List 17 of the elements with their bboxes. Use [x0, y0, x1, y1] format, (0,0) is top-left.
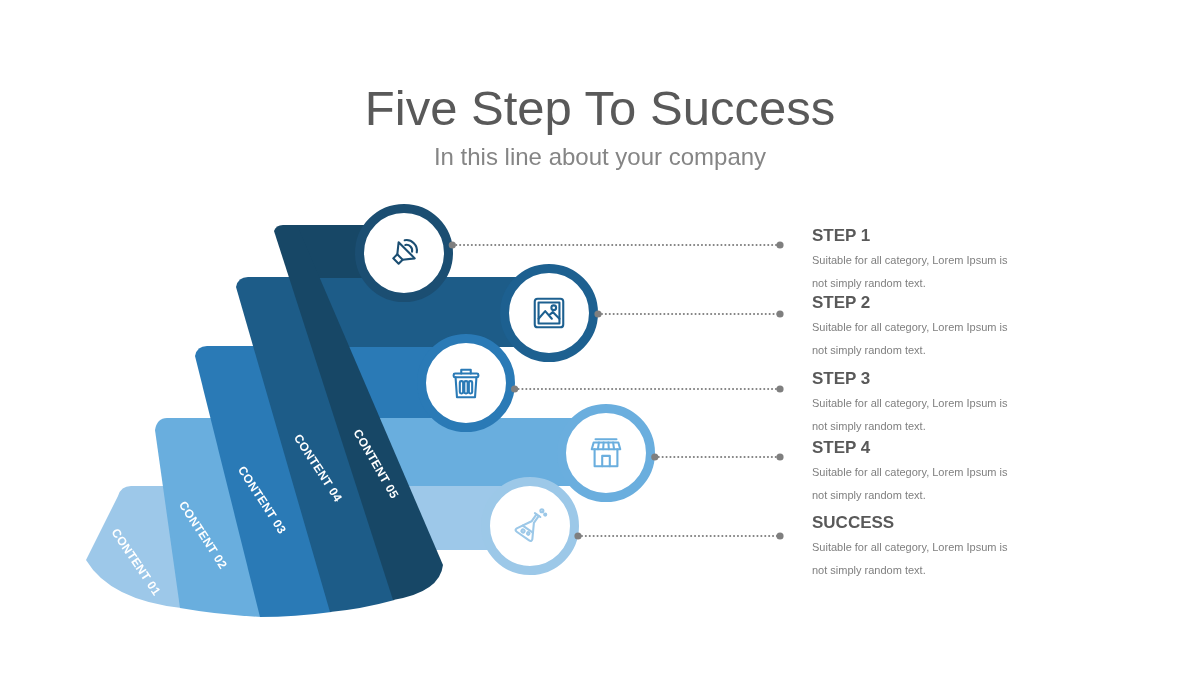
- step-description: Suitable for all category, Lorem Ipsum is not simply random text.: [812, 396, 1009, 434]
- step-heading: STEP 1: [812, 226, 871, 246]
- title: Five Step To Success: [364, 84, 836, 133]
- step-description: Suitable for all category, Lorem Ipsum is not simply random text.: [812, 253, 1009, 291]
- leader-line: [448, 241, 784, 249]
- leader-line: [594, 310, 784, 318]
- step-description: Suitable for all category, Lorem Ipsum is not simply random text.: [812, 320, 1009, 358]
- step-description: Suitable for all category, Lorem Ipsum is not simply random text.: [812, 465, 1009, 503]
- step-heading: SUCCESS: [812, 513, 895, 533]
- step-heading: STEP 3: [812, 369, 871, 389]
- leader-line: [574, 532, 784, 540]
- step-heading: STEP 2: [812, 293, 871, 313]
- step-description: Suitable for all category, Lorem Ipsum is not simply random text.: [812, 540, 1009, 578]
- leader-line: [651, 453, 784, 461]
- leader-line: [511, 385, 784, 393]
- step-heading: STEP 4: [812, 438, 871, 458]
- subtitle: In this line about your company: [433, 145, 767, 169]
